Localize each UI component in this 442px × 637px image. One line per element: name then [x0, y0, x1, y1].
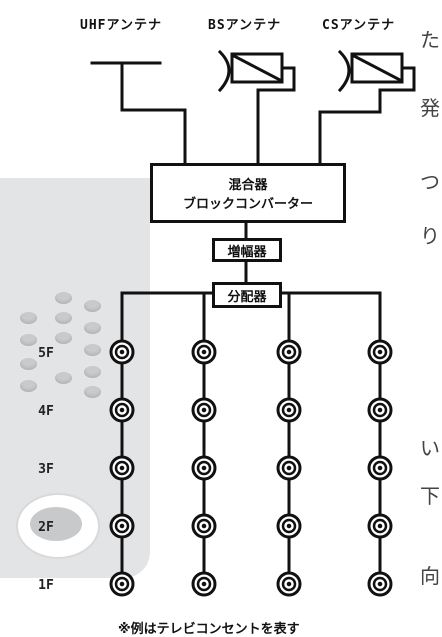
floor-label-5f: 5F	[38, 346, 54, 361]
mixer-block-converter: 混合器 ブロックコンバーター	[150, 163, 346, 223]
floor-label-4f: 4F	[38, 404, 54, 419]
side-text-1: た	[420, 28, 440, 52]
side-text-6: 下	[420, 484, 440, 508]
tv-outlet-pin	[286, 349, 292, 355]
light-dot	[84, 386, 101, 398]
light-dot	[55, 332, 72, 344]
bs-antenna-label: BSアンテナ	[208, 18, 282, 33]
cs-dish	[337, 49, 351, 93]
side-text-3: つ	[420, 170, 440, 194]
distributor-box: 分配器	[212, 282, 282, 308]
mixer-label: 混合器	[228, 178, 268, 193]
tv-outlet-pin	[119, 407, 125, 413]
tv-outlet-pin	[286, 465, 292, 471]
distributor-label: 分配器	[227, 289, 267, 305]
tv-outlet-pin	[286, 581, 292, 587]
light-dot	[20, 380, 37, 392]
light-dot	[84, 322, 101, 334]
light-dot	[55, 292, 72, 304]
tv-outlet-pin	[201, 523, 207, 529]
floor-highlight-center	[30, 507, 82, 541]
tv-outlet-pin	[377, 465, 383, 471]
side-text-4: り	[420, 224, 440, 248]
tv-outlet-pin	[201, 581, 207, 587]
floor-label-1f: 1F	[38, 578, 54, 593]
side-text-5: い	[420, 436, 440, 460]
side-text-7: 向	[420, 564, 440, 588]
amplifier-label: 増幅器	[227, 244, 267, 260]
cs-antenna-label: CSアンテナ	[322, 18, 396, 33]
tv-outlet-pin	[119, 581, 125, 587]
cs-lnb-diagonal	[351, 53, 403, 83]
tv-outlet-pin	[377, 581, 383, 587]
bs-lnb-diagonal	[231, 53, 283, 83]
light-dot	[84, 366, 101, 378]
light-dot	[84, 344, 101, 356]
tv-outlet-pin	[377, 523, 383, 529]
block-converter-label: ブロックコンバーター	[182, 197, 313, 212]
light-dot	[55, 312, 72, 324]
light-dot	[20, 358, 37, 370]
bs-dish	[217, 49, 231, 93]
floor-label-3f: 3F	[38, 462, 54, 477]
tv-outlet-pin	[286, 523, 292, 529]
tv-outlet-pin	[119, 349, 125, 355]
floor-label-2f: 2F	[38, 520, 54, 535]
tv-outlet-pin	[377, 407, 383, 413]
tv-outlet-pin	[201, 349, 207, 355]
tv-outlet-pin	[119, 465, 125, 471]
side-text-2: 発	[420, 96, 440, 120]
tv-outlet-pin	[201, 407, 207, 413]
caption: ※例はテレビコンセントを表す	[118, 622, 300, 637]
uhf-antenna-label: UHFアンテナ	[80, 18, 162, 33]
light-dot	[20, 334, 37, 346]
light-dot	[55, 372, 72, 384]
light-dot	[84, 300, 101, 312]
tv-outlet-pin	[119, 523, 125, 529]
tv-outlet-pin	[286, 407, 292, 413]
amplifier-box: 増幅器	[212, 238, 282, 262]
tv-outlet-pin	[377, 349, 383, 355]
light-dot	[20, 312, 37, 324]
tv-outlet-pin	[201, 465, 207, 471]
